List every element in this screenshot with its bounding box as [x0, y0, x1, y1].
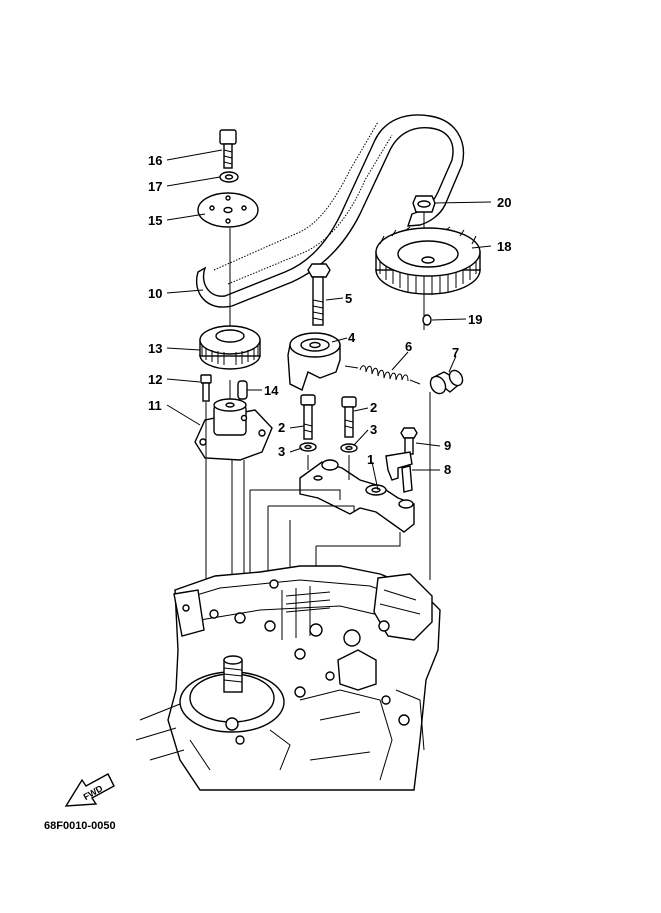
callout-12: 12	[148, 372, 162, 387]
callout-14: 14	[264, 383, 279, 398]
mounting-plate-11	[194, 398, 273, 461]
crankshaft-pulley-13	[199, 325, 261, 370]
bolt-2-left	[300, 394, 316, 440]
callout-18: 18	[497, 239, 511, 254]
engine-block	[135, 565, 441, 791]
washer-17	[219, 171, 239, 183]
plate-15	[197, 192, 259, 228]
reference-code: 68F0010-0050	[44, 820, 116, 832]
callout-3-left: 3	[278, 444, 285, 459]
callout-4: 4	[348, 330, 356, 345]
callout-8: 8	[444, 462, 451, 477]
washer-3-left	[299, 442, 317, 452]
bolt-5	[307, 263, 331, 326]
callout-6: 6	[405, 339, 412, 354]
spring-6	[344, 365, 421, 385]
belt-tensioner-4	[287, 332, 341, 391]
callout-labels: 16 17 15 10 13 12 11 14 20 18 19 5 4 6 7…	[148, 153, 511, 477]
fwd-arrow-icon: FWD	[64, 773, 115, 807]
callout-7: 7	[452, 345, 459, 360]
callout-1: 1	[367, 452, 374, 467]
key-19	[422, 314, 432, 326]
callout-20: 20	[497, 195, 511, 210]
washer-3-right	[340, 443, 358, 453]
callout-3-right: 3	[370, 422, 377, 437]
nut-20	[412, 195, 436, 213]
pin-14	[237, 380, 248, 400]
callout-13: 13	[148, 341, 162, 356]
bracket-8	[385, 451, 413, 493]
callout-17: 17	[148, 179, 162, 194]
camshaft-pulley-18	[375, 226, 481, 295]
bolt-2-right	[341, 396, 357, 438]
callout-2-right: 2	[370, 400, 377, 415]
callout-10: 10	[148, 286, 162, 301]
leader-lines	[166, 149, 492, 491]
callout-5: 5	[345, 291, 352, 306]
callout-16: 16	[148, 153, 162, 168]
tensioner-bracket-1	[299, 459, 415, 533]
callout-2-left: 2	[278, 420, 285, 435]
callout-15: 15	[148, 213, 162, 228]
callout-11: 11	[148, 398, 162, 413]
timing-belt	[196, 114, 465, 308]
bolt-9	[400, 427, 418, 455]
callout-9: 9	[444, 438, 451, 453]
dowel-pin-12	[200, 374, 212, 402]
bolt-16	[219, 129, 237, 169]
collar-7	[429, 369, 464, 395]
callout-19: 19	[468, 312, 482, 327]
